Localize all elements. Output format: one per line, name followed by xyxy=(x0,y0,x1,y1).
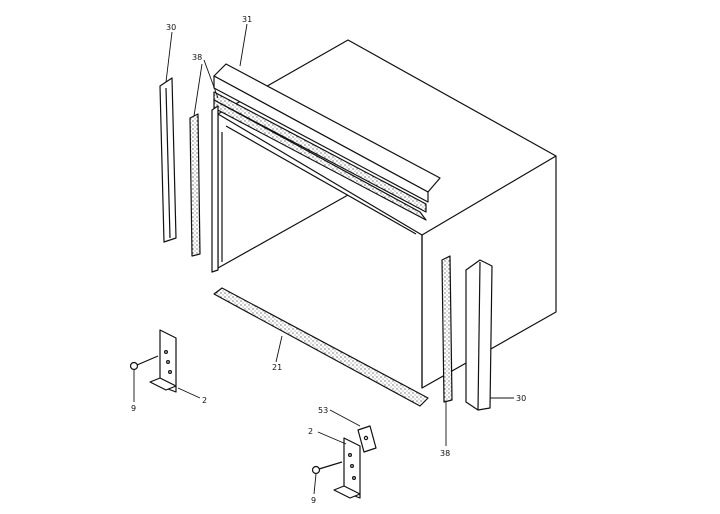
right-screw-head xyxy=(311,465,321,475)
top-gasket xyxy=(213,63,441,221)
left-bracket-hole xyxy=(166,360,171,365)
callout-53: 53 xyxy=(318,406,328,415)
leader-21 xyxy=(275,335,283,363)
right-gasket-fold xyxy=(477,261,481,411)
bottom-rail-body xyxy=(213,287,429,407)
leader-38-left-a xyxy=(193,63,203,117)
top-gasket-front-face xyxy=(213,75,429,203)
leader-53 xyxy=(329,409,361,427)
left-screw-head xyxy=(129,361,139,371)
left-bracket-foot xyxy=(149,377,177,391)
callout-2-left: 2 xyxy=(202,396,207,405)
right-side-gasket xyxy=(465,259,493,411)
left-strip xyxy=(189,113,201,257)
left-gasket-fold xyxy=(165,87,171,239)
leader-2-right xyxy=(317,431,347,445)
left-bracket xyxy=(149,329,177,393)
leader-2-left xyxy=(177,387,201,399)
callout-38-right: 38 xyxy=(440,449,450,458)
right-bracket xyxy=(333,437,361,499)
left-strip-body xyxy=(189,113,201,257)
leader-9-right xyxy=(313,473,317,495)
callout-2-right: 2 xyxy=(308,427,313,436)
callout-31: 31 xyxy=(242,15,252,24)
cabinet-front-edge xyxy=(421,155,557,236)
right-bracket-hole xyxy=(348,453,353,458)
cabinet-inner-top xyxy=(225,125,417,235)
callout-30-left: 30 xyxy=(166,23,176,32)
right-nut xyxy=(357,425,377,453)
callout-30-right: 30 xyxy=(516,394,526,403)
inner-frame xyxy=(211,105,219,273)
top-gasket-foam-strip xyxy=(213,91,427,213)
left-screw-shank xyxy=(136,355,159,366)
callout-9-right: 9 xyxy=(311,496,316,505)
leader-38-left-b xyxy=(203,59,219,99)
right-screw xyxy=(311,461,343,475)
cabinet-inner-back xyxy=(217,194,349,269)
right-screw-shank xyxy=(318,461,343,470)
leader-lines xyxy=(133,23,514,495)
leader-31 xyxy=(239,23,248,67)
leader-30-left xyxy=(165,31,173,83)
right-strip-body xyxy=(441,255,453,403)
left-bracket-hole xyxy=(168,370,173,375)
right-nut-hole xyxy=(363,435,369,441)
top-gasket-lower-strip xyxy=(213,99,427,221)
callout-21: 21 xyxy=(272,363,282,372)
bottom-rail xyxy=(213,287,429,407)
right-bracket-foot xyxy=(333,485,361,499)
left-screw xyxy=(129,355,159,371)
right-strip xyxy=(441,255,453,403)
frame-left-upright xyxy=(211,105,219,273)
right-bracket-hole xyxy=(352,476,357,481)
left-side-gasket xyxy=(159,77,177,243)
callout-38-left: 38 xyxy=(192,53,202,62)
right-bracket-hole xyxy=(350,464,355,469)
callout-9-left: 9 xyxy=(131,404,136,413)
left-bracket-hole xyxy=(164,350,169,355)
